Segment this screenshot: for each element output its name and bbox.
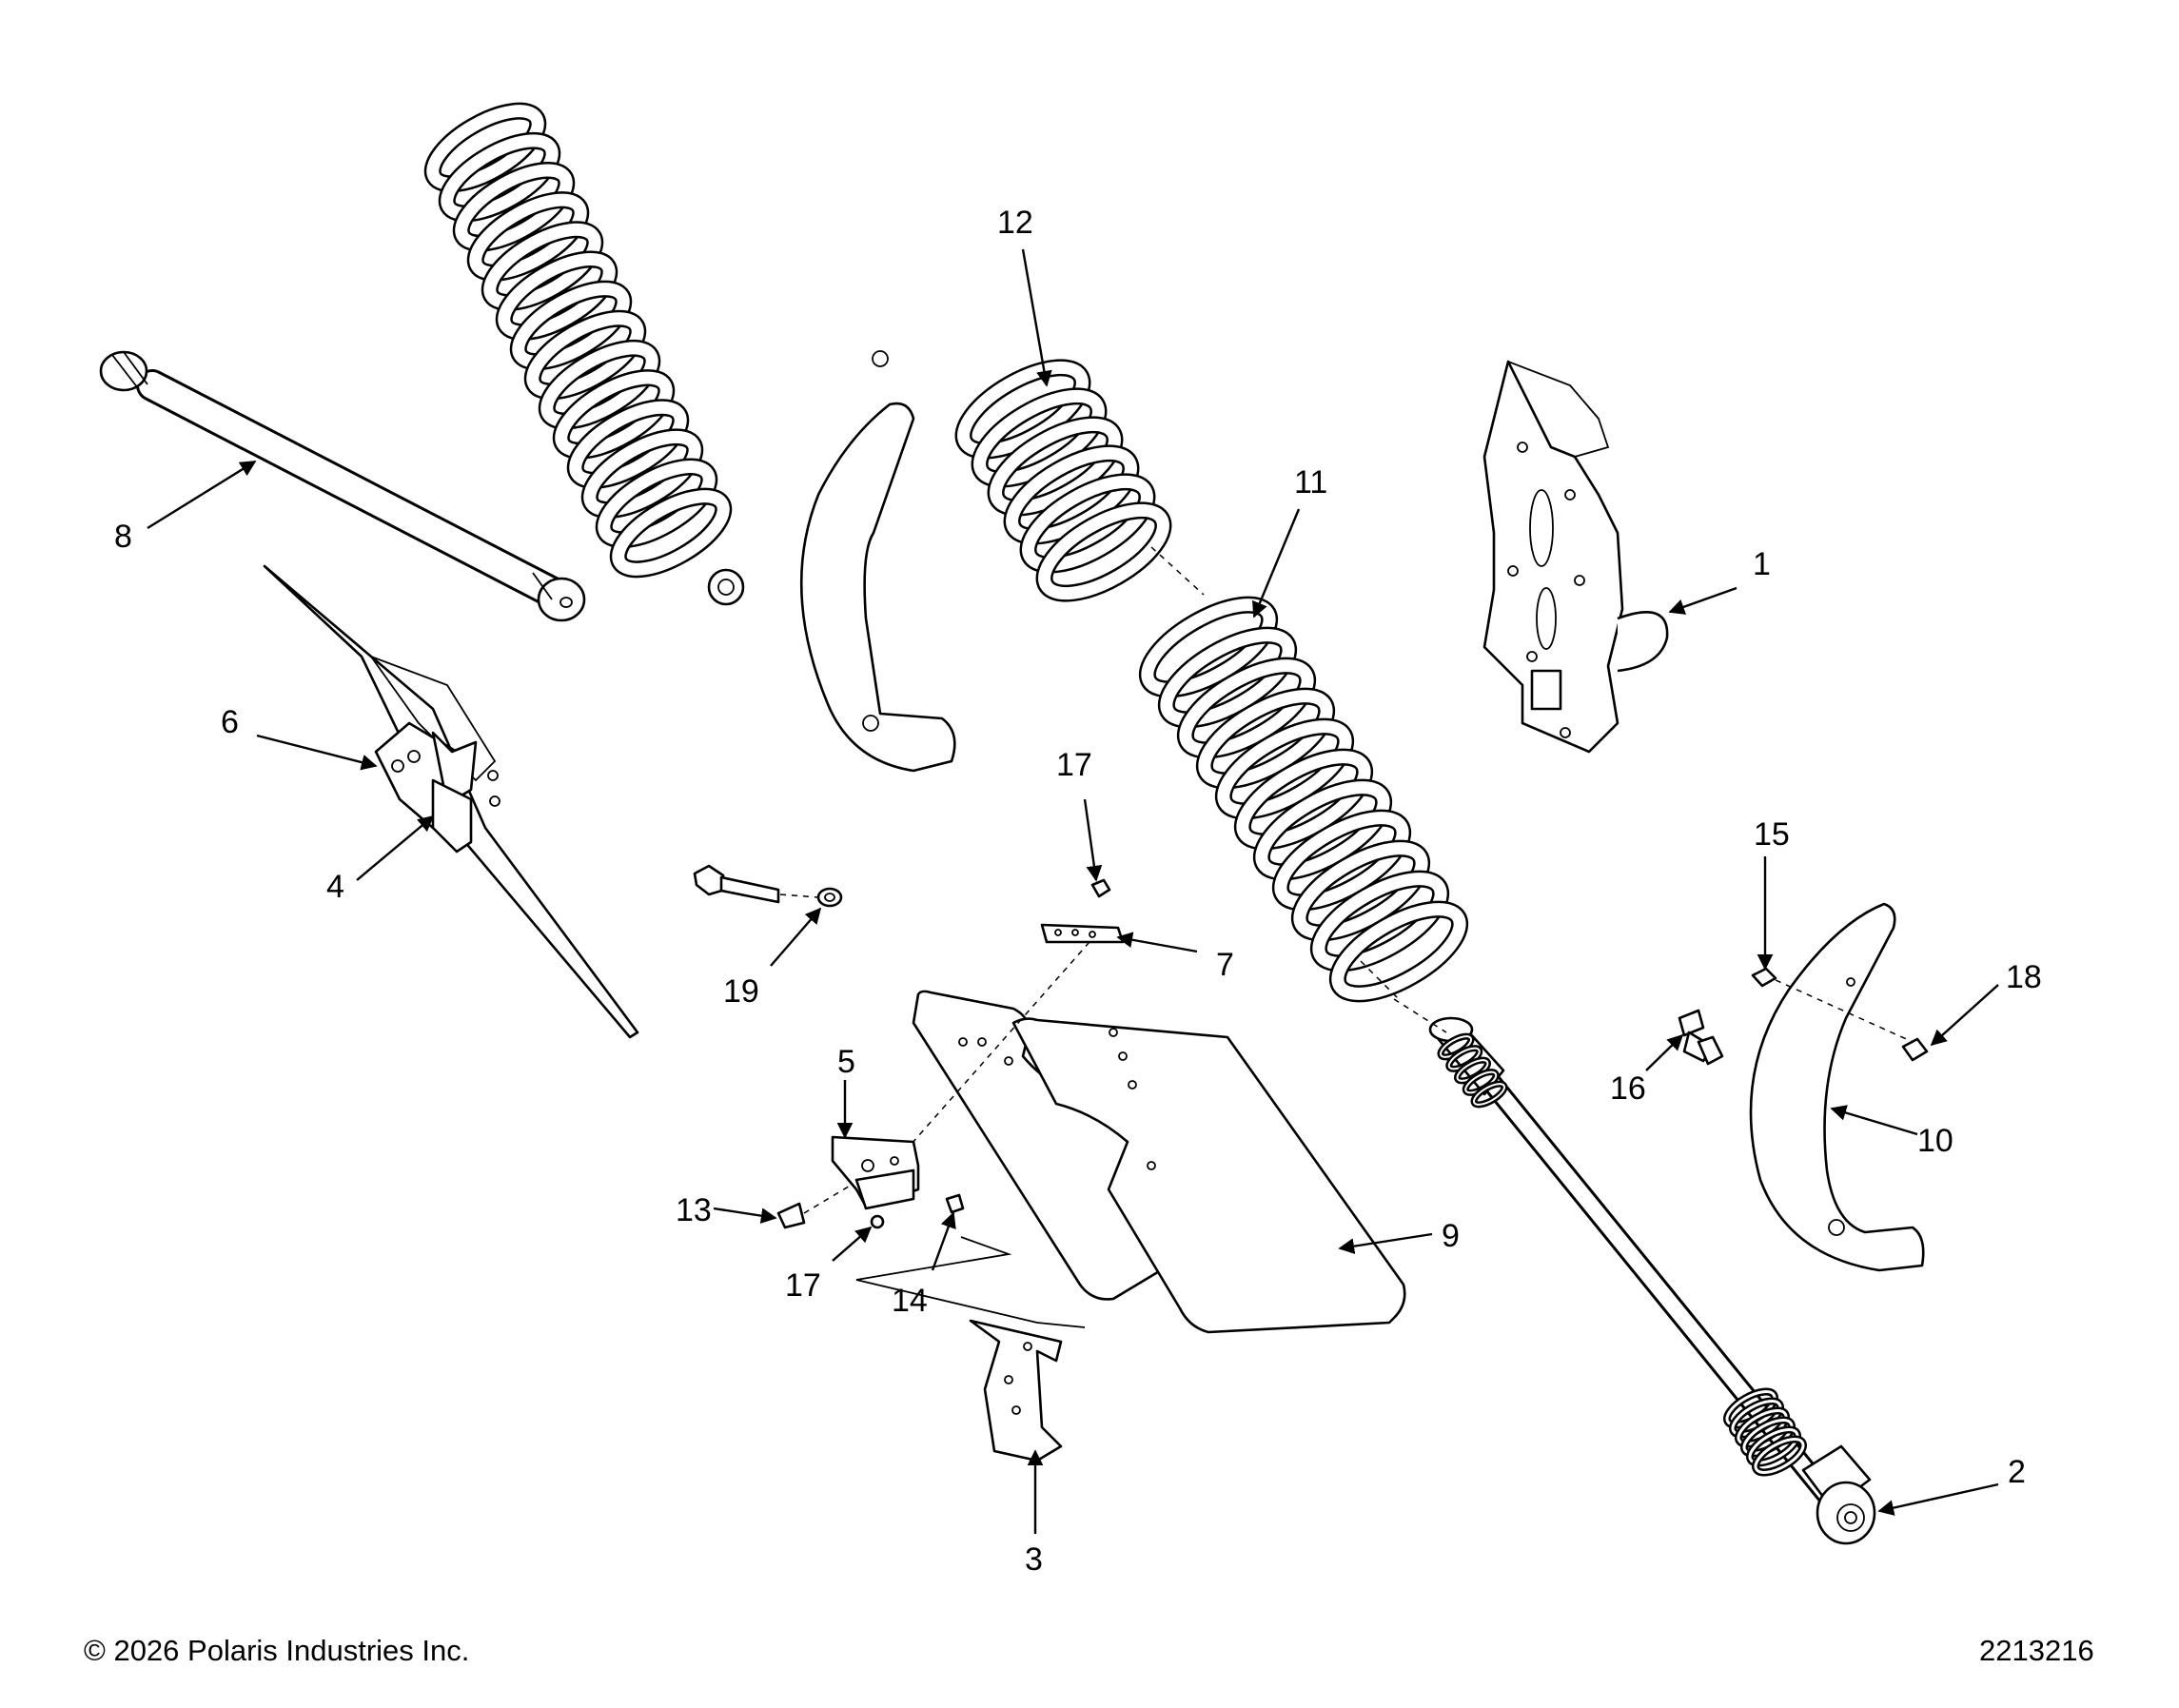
- shock-spring-assembly: [423, 102, 745, 606]
- leader-6: [256, 734, 378, 771]
- callout-9: 9: [1442, 1218, 1460, 1254]
- part-9-plates: [912, 990, 1406, 1334]
- leader-17-bottom: [832, 1226, 873, 1262]
- spring-coil: [1038, 503, 1169, 600]
- part-11-spring: [1138, 596, 1469, 1003]
- spring-coil: [469, 193, 587, 280]
- leader-14: [931, 1211, 956, 1271]
- curved-guard-left: [799, 350, 956, 773]
- leader-4: [356, 815, 435, 881]
- leader-18: [1930, 984, 1999, 1047]
- leader-7: [1116, 932, 1198, 953]
- part-3-bracket: [969, 1319, 1063, 1463]
- spring-coil: [583, 430, 701, 517]
- part-8-rod: [99, 350, 586, 622]
- leader-10: [1830, 1105, 1918, 1136]
- callout-6: 6: [221, 704, 239, 740]
- leader-17-top: [1083, 798, 1103, 882]
- spring-coil: [1293, 842, 1428, 939]
- callout-17-top: 17: [1056, 747, 1092, 783]
- callout-8: 8: [114, 519, 132, 555]
- callout-10: 10: [1917, 1123, 1953, 1159]
- spring-coil: [512, 283, 630, 368]
- callout-4: 4: [326, 869, 344, 905]
- callout-1: 1: [1753, 546, 1771, 582]
- spring-coil: [1141, 599, 1276, 696]
- callout-19: 19: [723, 973, 759, 1010]
- spring-coil: [1217, 720, 1352, 817]
- leader-11: [1252, 508, 1301, 618]
- spring-coil: [1274, 812, 1409, 909]
- spring-coil: [612, 490, 730, 576]
- spring-centerline: [1150, 546, 1205, 596]
- callout-17-bottom: 17: [785, 1267, 821, 1304]
- callout-7: 7: [1216, 947, 1234, 983]
- fasteners-15-16-18: [1678, 967, 1929, 1066]
- shock-centerline: [1360, 960, 1400, 1000]
- callout-labels: 1 2 3 4 5 6 7 8 9 10 11 12 13 14 15 16 1…: [114, 205, 2042, 1578]
- leader-16: [1645, 1033, 1684, 1071]
- leader-12: [1021, 248, 1052, 387]
- leader-13: [713, 1207, 777, 1225]
- spring-coil: [1331, 903, 1466, 1000]
- spring-coil: [1754, 1438, 1805, 1474]
- spring-coil: [526, 312, 644, 398]
- callout-12: 12: [997, 205, 1033, 241]
- callout-2: 2: [2008, 1454, 2026, 1490]
- spring-coil: [1748, 1428, 1799, 1464]
- callout-14: 14: [892, 1283, 928, 1319]
- spring-coil: [1160, 629, 1295, 726]
- spring-coil: [498, 252, 616, 339]
- callout-3: 3: [1025, 1541, 1043, 1578]
- spring-coil: [1312, 873, 1447, 970]
- spring-coil: [1236, 751, 1371, 848]
- part-12-spring: [954, 359, 1172, 602]
- part-5-bracket: [776, 1135, 1086, 1328]
- part-19-bolt: [693, 864, 843, 908]
- spring-coil: [569, 401, 687, 487]
- spring-coil: [455, 164, 573, 250]
- spring-coil: [1179, 659, 1314, 756]
- leader-8: [147, 460, 257, 530]
- spring-coil: [1255, 781, 1390, 878]
- callout-11: 11: [1294, 464, 1327, 501]
- spring-coil: [598, 461, 716, 546]
- leader-1: [1668, 586, 1737, 615]
- diagram-number: 2213216: [1979, 1634, 2094, 1667]
- spring-coil: [441, 134, 559, 220]
- part-10-guard: [1749, 902, 1925, 1272]
- spring-coil: [1198, 690, 1333, 787]
- spring-coil: [555, 371, 673, 458]
- leader-lines: [147, 248, 1999, 1534]
- copyright-text: © 2026 Polaris Industries Inc.: [84, 1634, 470, 1667]
- callout-13: 13: [676, 1192, 712, 1228]
- leader-9: [1338, 1232, 1433, 1254]
- callout-5: 5: [837, 1044, 855, 1080]
- part-2-shock: [1393, 998, 1876, 1545]
- callout-15: 15: [1754, 816, 1790, 853]
- part-4-6-bracket-plate: [263, 564, 639, 1039]
- spring-coil: [426, 105, 544, 190]
- spring-coil: [483, 223, 601, 309]
- spring-coil: [1473, 1083, 1505, 1106]
- leader-19: [770, 907, 822, 967]
- leader-2: [1877, 1482, 1999, 1516]
- part-1-bracket: [1482, 360, 1669, 754]
- spring-coil: [540, 342, 658, 428]
- callout-18: 18: [2006, 959, 2042, 995]
- callout-16: 16: [1610, 1070, 1646, 1107]
- spring-coil: [1022, 475, 1153, 572]
